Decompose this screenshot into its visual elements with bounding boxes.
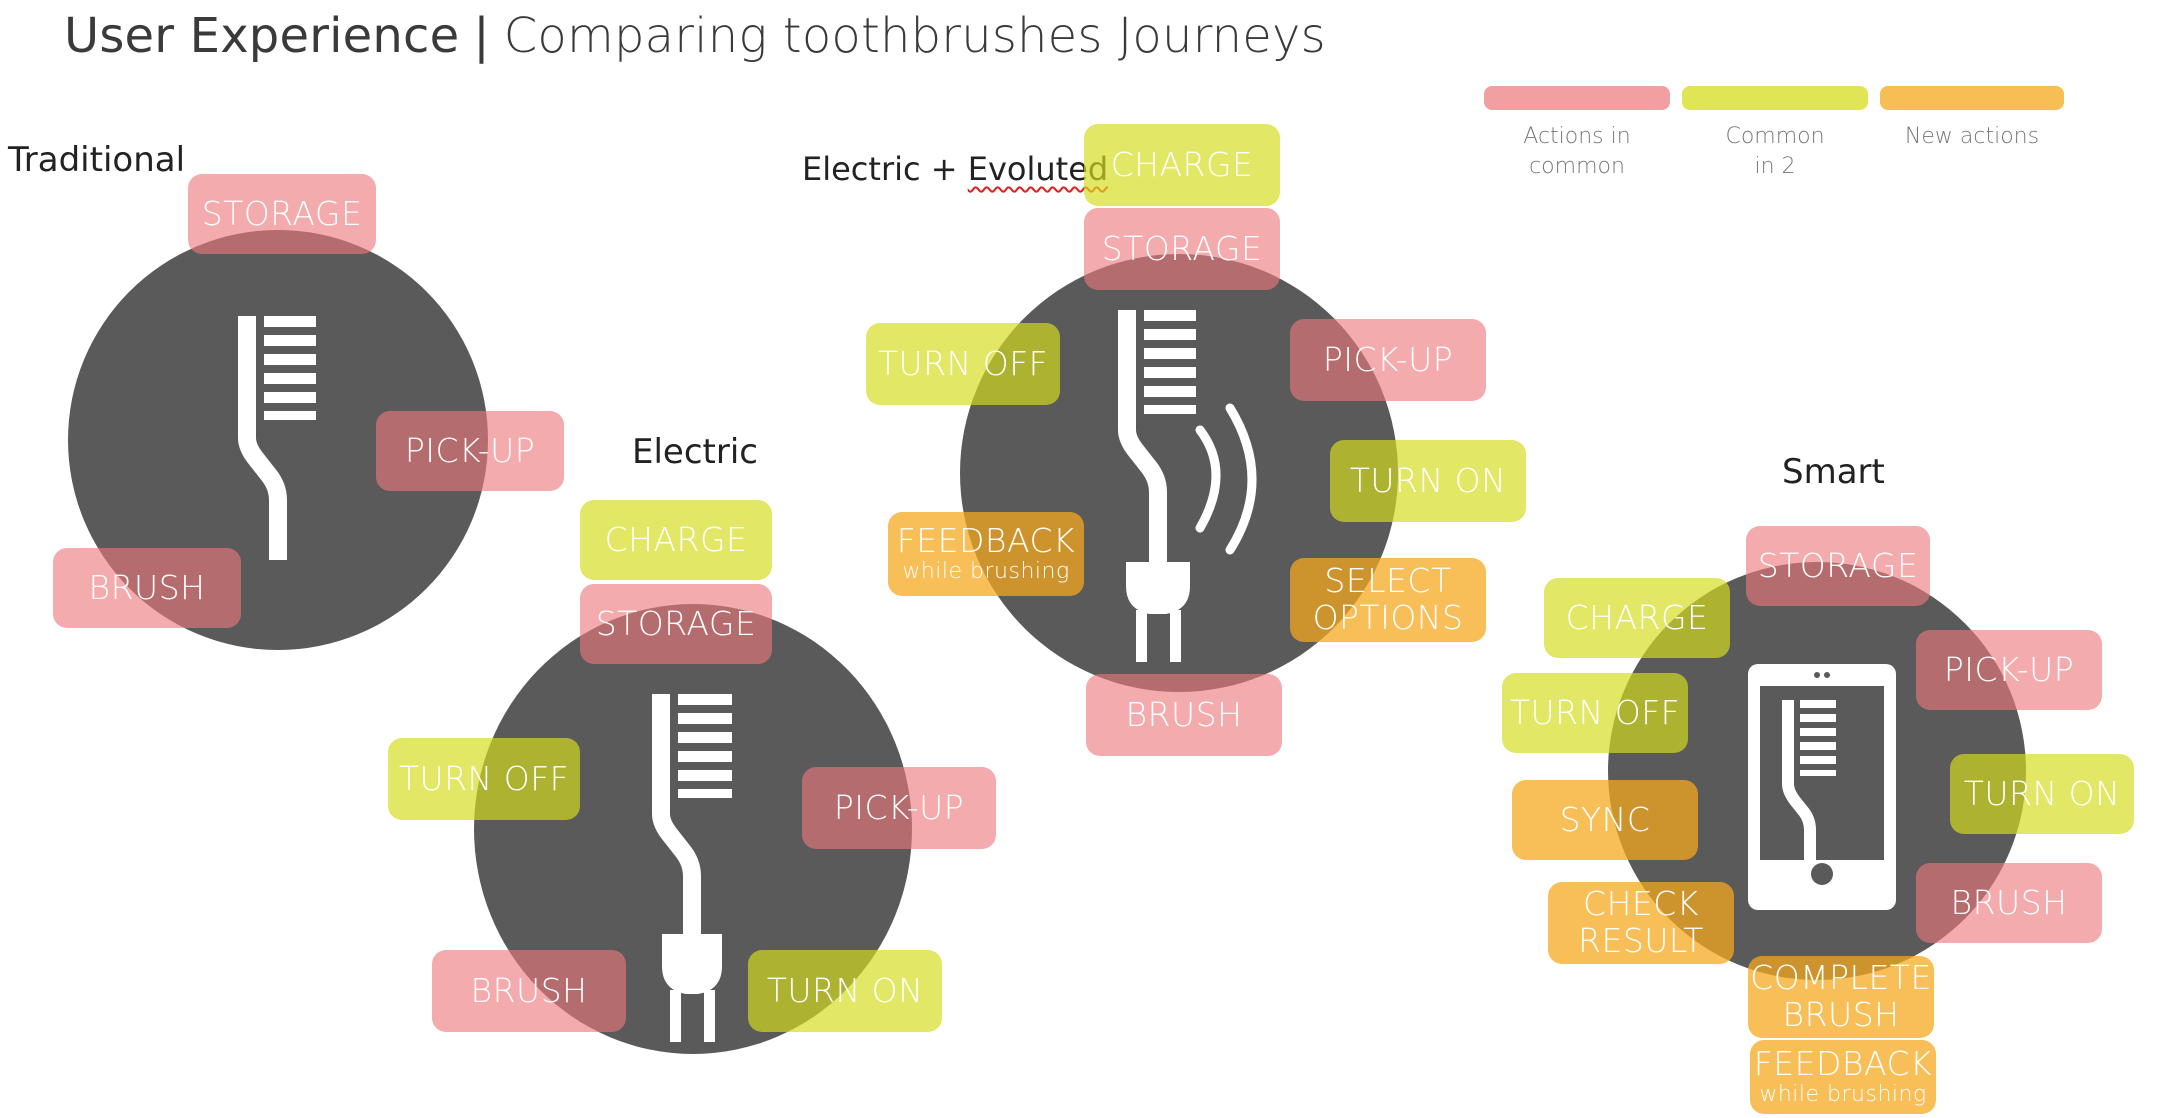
action-feedback: FEEDBACK while brushing: [1750, 1040, 1936, 1114]
legend: Actions in common Common in 2 New action…: [1484, 86, 2064, 186]
action-pick-up: PICK-UP: [802, 767, 996, 849]
action-storage: STORAGE: [1746, 526, 1930, 606]
action-brush: BRUSH: [53, 548, 241, 628]
action-complete-brush: COMPLETE BRUSH: [1748, 956, 1934, 1038]
toothbrush-plug-icon: [652, 694, 732, 1042]
heading-electric: Electric: [632, 432, 758, 472]
heading-traditional: Traditional: [8, 140, 186, 180]
page-title: User Experience|Comparing toothbrushes J…: [64, 8, 1326, 64]
action-check-result: CHECK RESULT: [1548, 882, 1734, 964]
action-feedback: FEEDBACK while brushing: [888, 512, 1084, 596]
action-pick-up: PICK-UP: [1916, 630, 2102, 710]
action-turn-on: TURN ON: [748, 950, 942, 1032]
legend-swatch-new-actions: [1880, 86, 2064, 110]
action-turn-off: TURN OFF: [1502, 673, 1688, 753]
legend-label-common-in-2: Common in 2: [1725, 124, 1825, 179]
action-charge: CHARGE: [1544, 578, 1730, 658]
action-brush: BRUSH: [432, 950, 626, 1032]
legend-swatch-actions-in-common: [1484, 86, 1670, 110]
smartphone-icon: [1748, 664, 1896, 910]
legend-label-new-actions: New actions: [1904, 124, 2040, 149]
action-sync: SYNC: [1512, 780, 1698, 860]
toothbrush-icon: [238, 316, 316, 560]
action-turn-off: TURN OFF: [866, 323, 1060, 405]
title-separator: |: [473, 8, 490, 64]
toothbrush-plug-icon: [1118, 310, 1196, 662]
title-sub: Comparing toothbrushes Journeys: [503, 8, 1326, 64]
vibration-waves-icon: [1195, 403, 1257, 555]
action-charge: CHARGE: [580, 500, 772, 580]
action-storage: STORAGE: [1084, 208, 1280, 290]
action-turn-on: TURN ON: [1330, 440, 1526, 522]
action-brush: BRUSH: [1916, 863, 2102, 943]
action-pick-up: PICK-UP: [1290, 319, 1486, 401]
heading-electric-evoluted: Electric + Evoluted: [802, 150, 1109, 188]
action-brush: BRUSH: [1086, 674, 1282, 756]
action-turn-off: TURN OFF: [388, 738, 580, 820]
action-turn-on: TURN ON: [1950, 754, 2134, 834]
action-pick-up: PICK-UP: [376, 411, 564, 491]
action-storage: STORAGE: [188, 174, 376, 254]
title-main: User Experience: [64, 8, 460, 64]
legend-label-actions-in-common: Actions in common: [1523, 124, 1631, 179]
action-select-options: SELECT OPTIONS: [1290, 558, 1486, 642]
legend-swatch-common-in-2: [1682, 86, 1868, 110]
action-charge: CHARGE: [1084, 124, 1280, 206]
action-storage: STORAGE: [580, 584, 772, 664]
heading-smart: Smart: [1782, 452, 1885, 492]
